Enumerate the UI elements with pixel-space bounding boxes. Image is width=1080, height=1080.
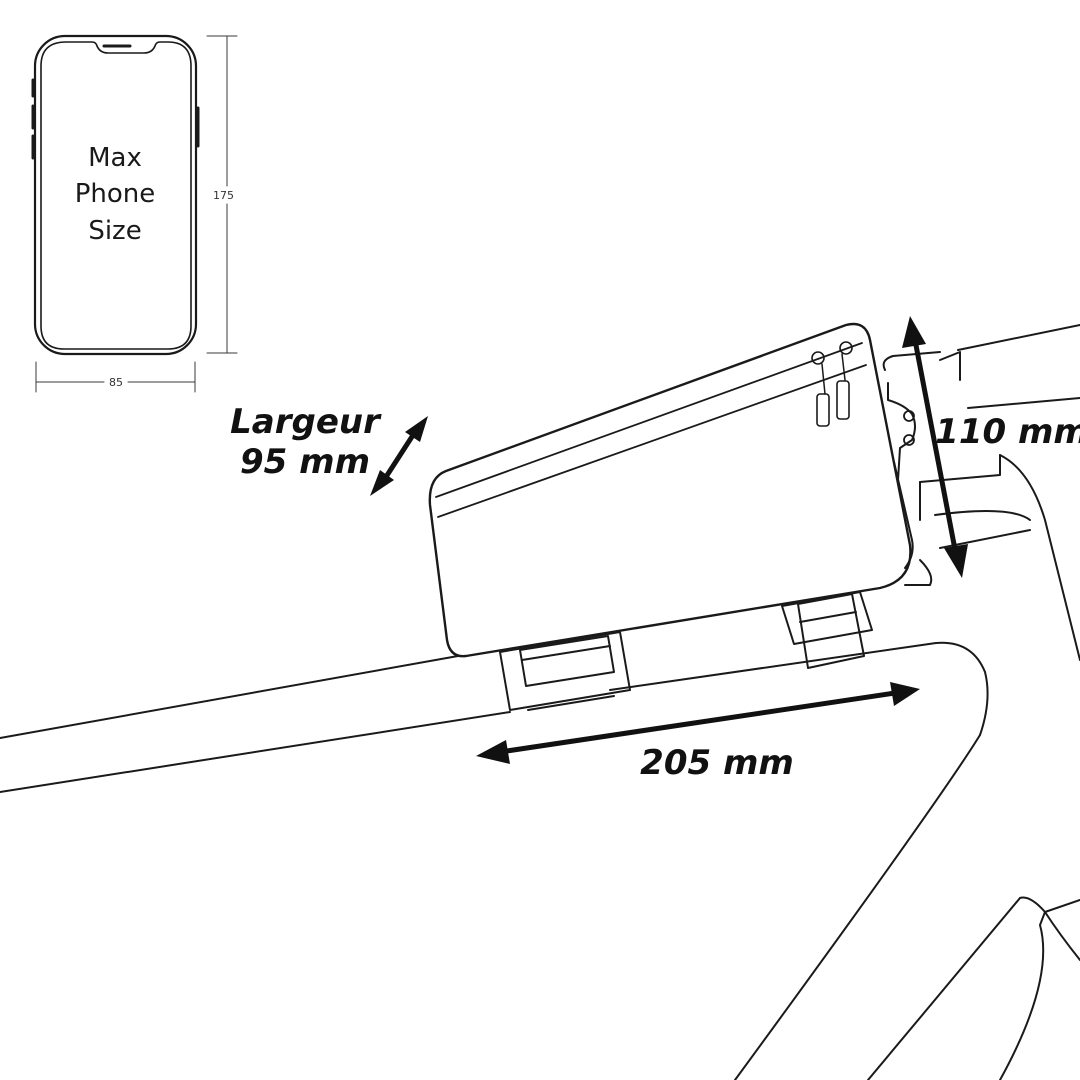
bag-width-label-line2: 95 mm bbox=[240, 442, 370, 482]
bag-width-label-line1: Largeur bbox=[230, 402, 382, 442]
height-arrow-icon bbox=[902, 316, 968, 578]
length-arrow-icon bbox=[476, 682, 920, 764]
phone-height-dimension: 175 bbox=[206, 35, 238, 354]
front-strap bbox=[781, 591, 873, 669]
phone-width-label: 85 bbox=[109, 376, 123, 389]
phone-illustration: Max Phone Size bbox=[31, 34, 200, 356]
width-arrow-icon bbox=[370, 416, 428, 496]
rear-strap bbox=[499, 631, 631, 711]
phone-label-line3: Size bbox=[88, 216, 141, 246]
bag-length-label: 205 mm bbox=[640, 743, 794, 783]
bag-height-label: 110 mm bbox=[935, 412, 1080, 452]
phone-label-line2: Phone bbox=[75, 179, 156, 209]
frame-bag bbox=[428, 322, 912, 711]
zipper-pull-icon bbox=[811, 341, 853, 427]
phone-label-line1: Max bbox=[88, 143, 142, 173]
bicycle-frame bbox=[0, 324, 1080, 1080]
phone-height-label: 175 bbox=[213, 189, 234, 202]
phone-width-dimension: 85 bbox=[35, 361, 196, 393]
